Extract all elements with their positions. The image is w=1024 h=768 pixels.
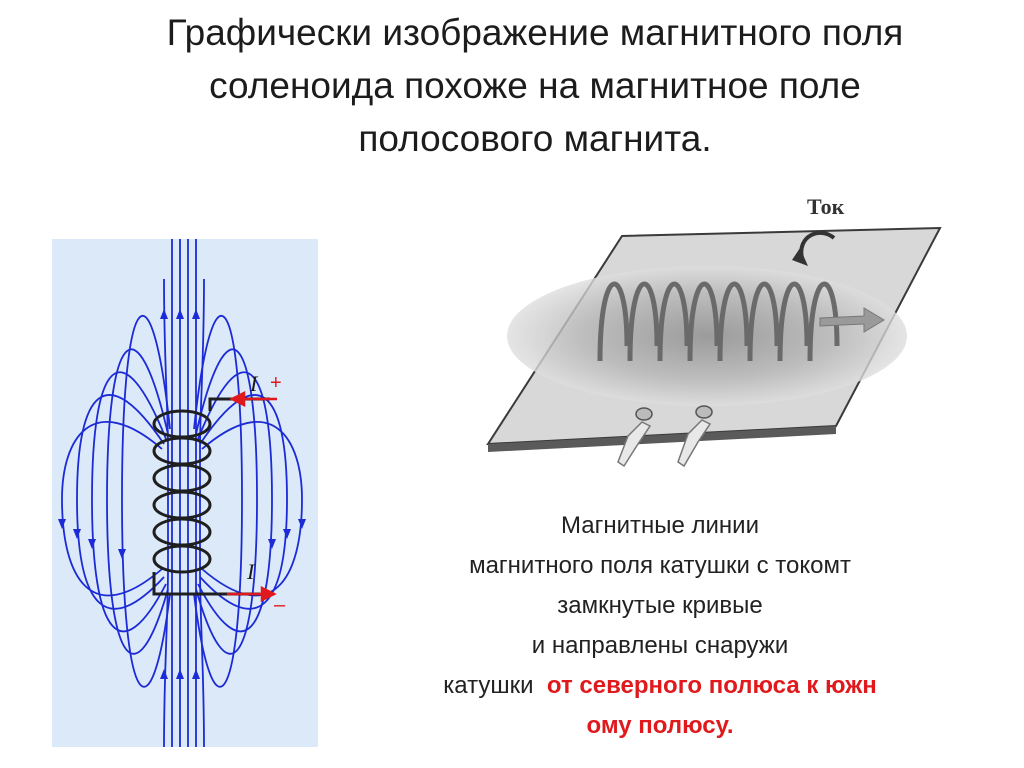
caption: Магнитные линии магнитного поля катушки … (355, 506, 965, 746)
caption-line-6: ому полюсу. (586, 712, 734, 739)
current-label-top: I (249, 371, 259, 396)
solenoid-field-diagram: I + I – (52, 239, 318, 747)
title-line-3: полосового магнита. (358, 118, 712, 159)
caption-line-5-black: катушки (443, 672, 534, 699)
terminals (635, 405, 713, 421)
current-label: Ток (807, 194, 845, 219)
caption-line-3: замкнутые кривые (557, 592, 763, 619)
board-edge (488, 426, 836, 452)
current-curl-arrowhead (792, 248, 808, 266)
current-label-bottom: I (246, 559, 256, 584)
caption-line-1: Магнитные линии (560, 512, 759, 539)
current-arrows (227, 390, 277, 603)
caption-line-4: и направлены снаружи (531, 632, 789, 659)
caption-line-5-red: от северного полюса к южн (546, 672, 877, 699)
caption-line-5: катушки от северного полюса к южн (355, 666, 965, 706)
caption-line-2: магнитного поля катушки с токомт (469, 552, 851, 579)
north-arrow (819, 307, 885, 333)
current-sign-minus: – (274, 594, 286, 616)
iron-filings-illustration: Ток (486, 194, 942, 468)
title-line-2: соленоида похоже на магнитное поле (209, 65, 861, 106)
coil-loops (597, 281, 840, 362)
title-line-1: Графически изображение магнитного поля (166, 12, 904, 53)
slide-title: Графически изображение магнитного поля с… (100, 6, 970, 165)
wire-leads (617, 419, 712, 468)
current-sign-plus: + (270, 372, 282, 394)
field-arrows (58, 309, 306, 679)
